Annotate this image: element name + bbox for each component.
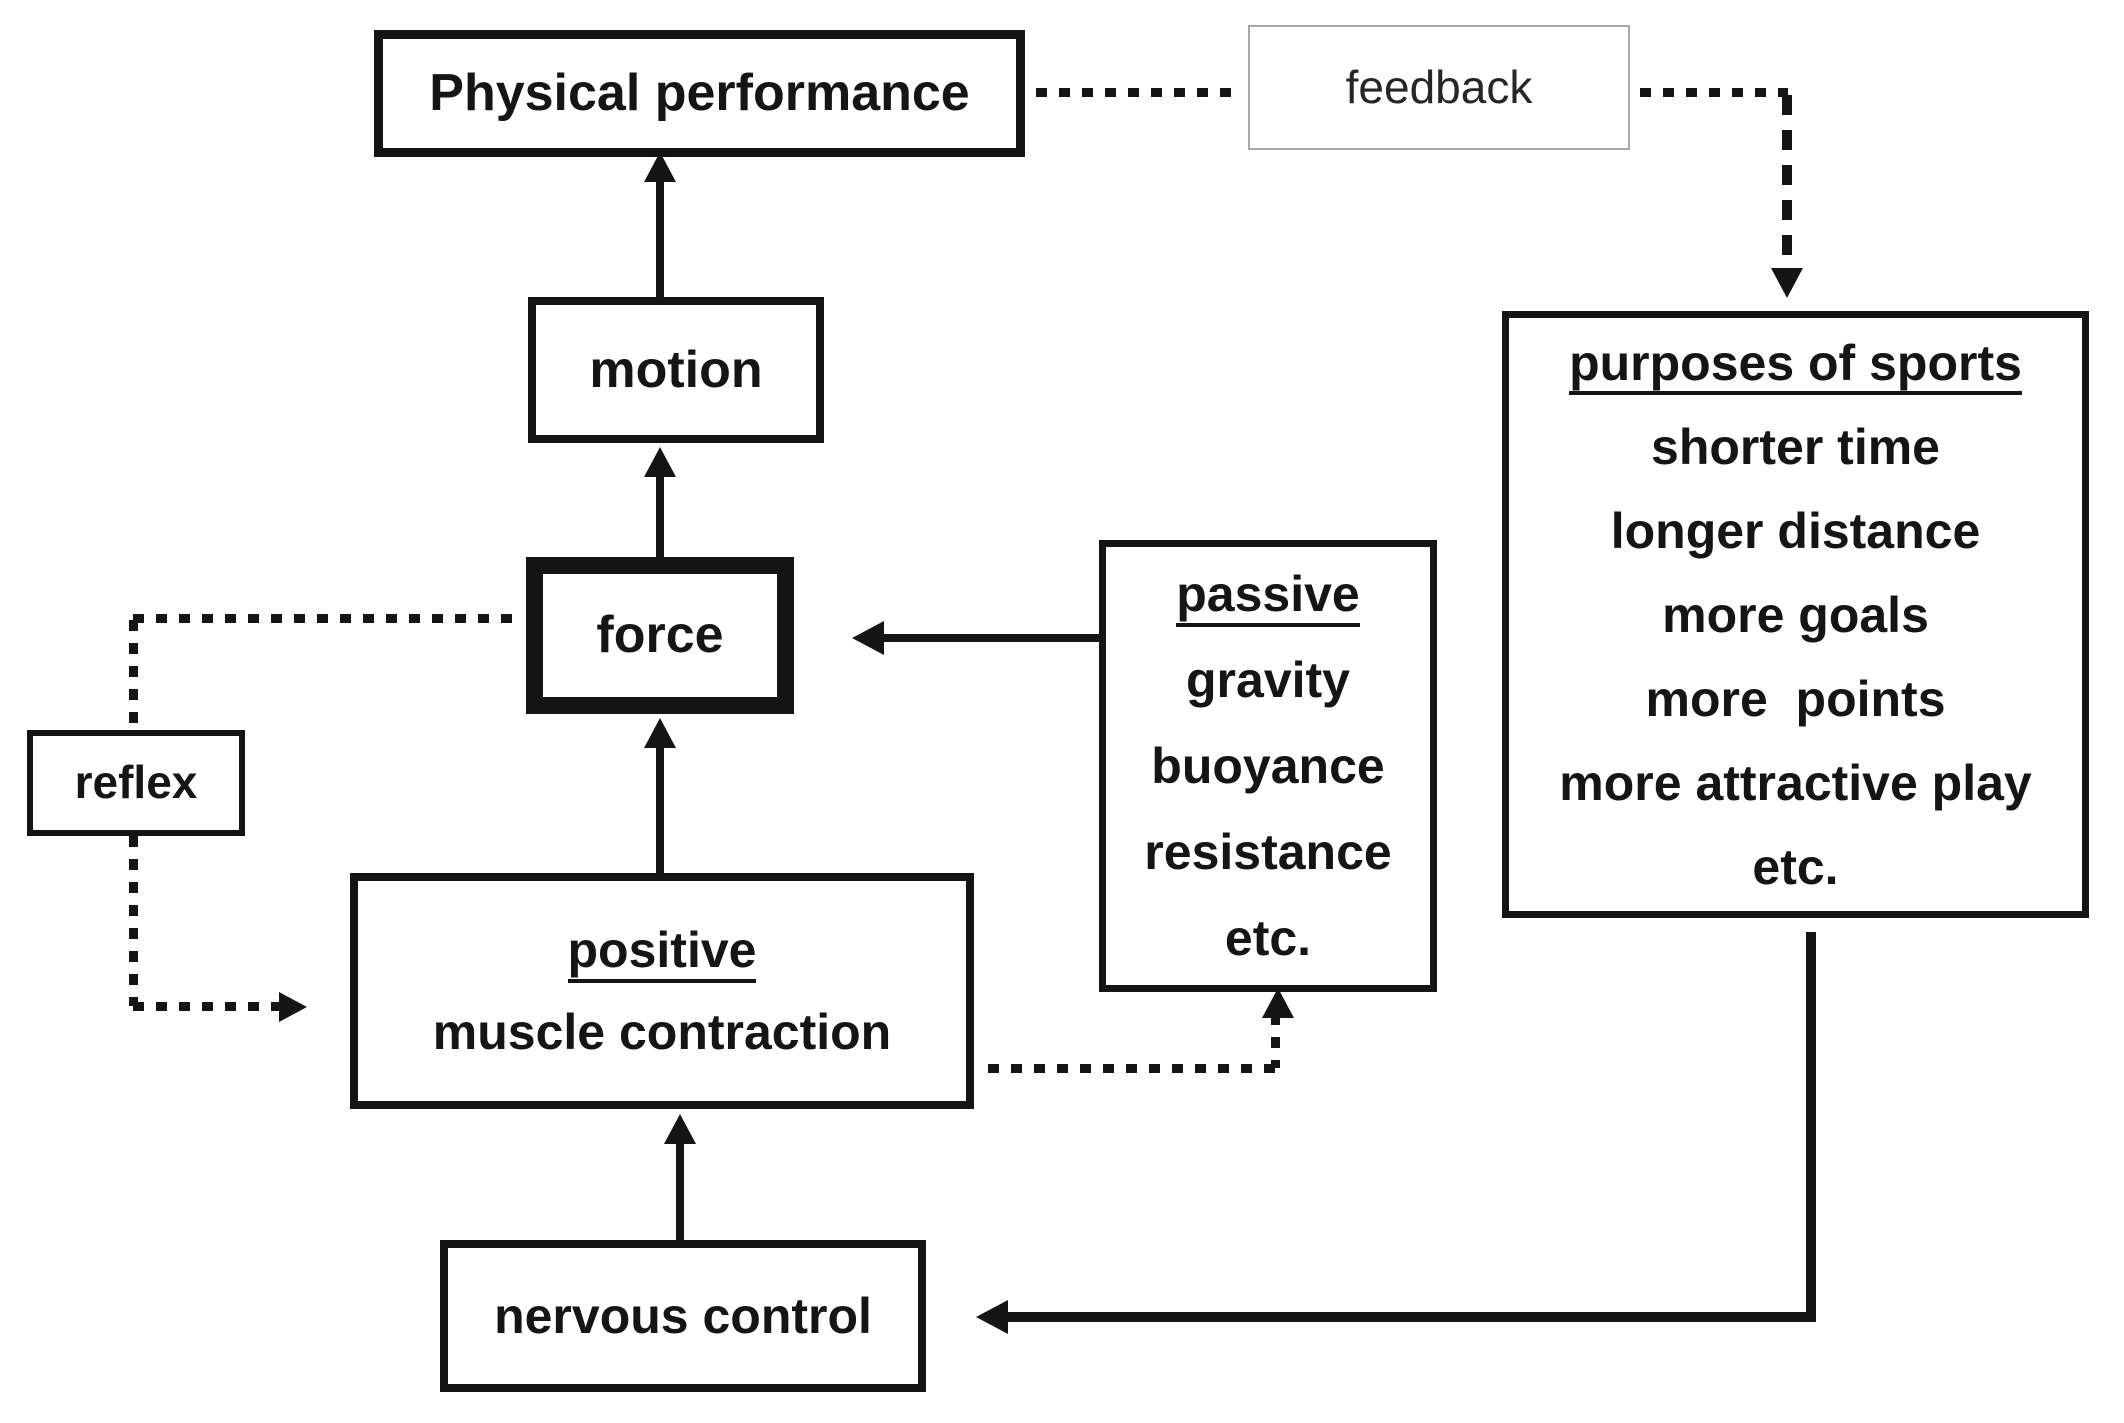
dotted-muscle-to-passive-horizontal [988,1064,1278,1073]
purposes-title-text: purposes of sports [1569,336,2022,395]
physical-performance-label: Physical performance [429,64,970,122]
arrow-force-to-motion-shaft [656,473,664,557]
dotted-force-to-reflex-horizontal [133,614,523,623]
node-nervous-control: nervous control [440,1240,926,1392]
arrow-purposes-to-nervous-vertical [1806,932,1816,1322]
purposes-item: more goals [1662,586,1929,643]
purposes-item: longer distance [1610,502,1981,559]
arrow-motion-to-physical-performance-shaft [656,178,664,297]
arrow-purposes-to-nervous-horizontal [1006,1312,1816,1322]
node-passive: passive gravity buoyance resistance etc. [1099,540,1437,992]
node-purposes-of-sports: purposes of sports shorter time longer d… [1502,311,2089,918]
arrow-passive-to-force-shaft [880,634,1099,642]
purposes-item: more points [1645,670,1946,727]
node-positive-muscle-contraction: positive muscle contraction [350,873,974,1109]
purposes-title: purposes of sports [1569,321,2022,405]
arrow-muscle-to-passive-head [1262,988,1294,1018]
arrow-passive-to-force-head [852,621,884,655]
passive-item: resistance [1144,824,1392,880]
arrow-nervous-to-muscle-head [664,1114,696,1144]
arrow-purposes-to-nervous-head [976,1300,1008,1334]
motion-label: motion [589,340,763,399]
purposes-item: more attractive play [1559,754,2032,811]
force-label: force [596,606,724,664]
feedback-label: feedback [1345,60,1533,113]
passive-item: buoyance [1151,738,1385,794]
node-reflex: reflex [27,730,245,836]
dotted-reflex-down [129,836,138,1006]
arrow-reflex-to-muscle-head [279,992,307,1022]
dotted-force-to-reflex-vertical [129,620,138,730]
passive-item: etc. [1224,910,1312,966]
arrow-muscle-to-force-shaft [656,744,664,873]
node-force: force [526,557,794,714]
arrow-feedback-to-purposes-head [1771,268,1803,298]
passive-item: gravity [1186,652,1350,708]
dotted-pp-to-feedback [1036,88,1240,97]
arrow-motion-to-physical-performance-head [644,152,676,182]
node-motion: motion [528,297,824,443]
reflex-label: reflex [74,756,198,809]
muscle-label: muscle contraction [432,1004,892,1060]
node-physical-performance: Physical performance [374,30,1025,157]
nervous-control-label: nervous control [494,1287,872,1344]
purposes-item: etc. [1752,838,1839,895]
arrow-nervous-to-muscle-shaft [676,1140,684,1240]
dotted-feedback-out [1640,88,1788,97]
dotted-muscle-to-passive-vertical [1271,1014,1280,1068]
dotted-reflex-to-muscle-horizontal [133,1002,279,1011]
purposes-item: shorter time [1651,418,1940,475]
muscle-title: positive [567,909,757,991]
muscle-title-text: positive [567,924,757,983]
node-feedback: feedback [1248,25,1630,150]
dotted-feedback-down [1782,95,1792,268]
arrow-force-to-motion-head [644,447,676,477]
passive-title-text: passive [1176,568,1360,627]
passive-title: passive [1176,551,1360,637]
arrow-muscle-to-force-head [644,718,676,748]
